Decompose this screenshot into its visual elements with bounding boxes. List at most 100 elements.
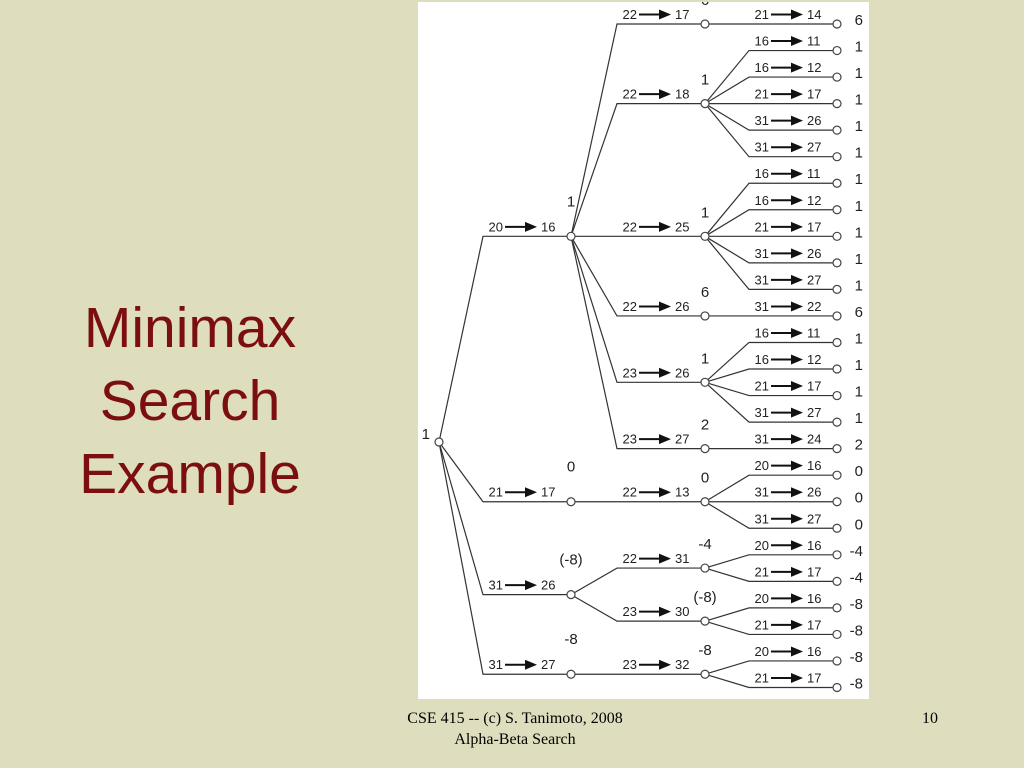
tree-nodes	[434, 19, 842, 693]
leaf-13-to: 12	[807, 352, 821, 367]
move-m2-from: 21	[489, 485, 503, 500]
edge-root-m1	[438, 235, 567, 443]
leaf-17-to: 16	[807, 458, 821, 473]
leaf-value-12: 1	[855, 330, 863, 347]
reply-r1-arrow-head	[659, 9, 671, 20]
slide-footer: CSE 415 -- (c) S. Tanimoto, 2008 Alpha-B…	[330, 708, 700, 750]
reply-r7-from: 22	[623, 485, 637, 500]
move-m3-to: 26	[541, 578, 555, 593]
title-line-2: Search	[99, 369, 281, 433]
leaf-25-from: 21	[755, 671, 769, 686]
reply-node-r9	[700, 616, 710, 626]
leaf-16-arrow-head	[791, 434, 803, 445]
edge-m1-r2	[570, 103, 701, 237]
reply-r8-from: 22	[623, 551, 637, 566]
leaf-node-18	[832, 497, 842, 507]
leaf-11-to: 22	[807, 299, 821, 314]
leaf-node-5	[832, 152, 842, 162]
move-m2-arrow-head	[525, 487, 537, 498]
leaf-18-from: 31	[755, 485, 769, 500]
leaf-1-to: 11	[807, 34, 821, 49]
leaf-node-25	[832, 682, 842, 693]
leaf-8-arrow-head	[791, 221, 803, 232]
reply-value-r6: 2	[701, 417, 709, 434]
reply-r5-to: 26	[675, 365, 689, 380]
leaf-8-from: 21	[755, 219, 769, 234]
title-line-3: Example	[79, 442, 301, 506]
leaf-value-22: -8	[850, 596, 863, 613]
reply-r4-arrow-head	[659, 301, 671, 312]
leaf-1-from: 16	[755, 34, 769, 49]
reply-r2-to: 18	[675, 87, 689, 102]
leaf-10-from: 31	[755, 272, 769, 287]
reply-r7-arrow-head	[659, 487, 671, 498]
reply-r4-from: 22	[623, 299, 637, 314]
leaf-6-arrow-head	[791, 168, 803, 179]
edge-r8-leaf-20	[704, 554, 833, 569]
move-value-m2: 0	[567, 459, 575, 476]
leaf-22-from: 20	[755, 591, 769, 606]
edge-m1-r4	[570, 236, 701, 317]
reply-r2-from: 22	[623, 87, 637, 102]
reply-r9-arrow-head	[659, 606, 671, 617]
edge-m3-r8	[570, 567, 701, 596]
leaf-14-to: 17	[807, 379, 821, 394]
edge-r5-leaf-13	[704, 368, 833, 383]
root-value: 1	[422, 426, 430, 443]
leaf-13-arrow-head	[791, 354, 803, 365]
reply-r3-from: 22	[623, 219, 637, 234]
leaf-18-to: 26	[807, 485, 821, 500]
reply-r10-to: 32	[675, 657, 689, 672]
leaf-node-7	[832, 205, 842, 215]
leaf-9-from: 31	[755, 246, 769, 261]
leaf-4-from: 31	[755, 113, 769, 128]
edge-root-m3	[438, 441, 567, 596]
leaf-node-3	[832, 99, 842, 109]
leaf-value-18: 0	[855, 490, 863, 507]
leaf-7-arrow-head	[791, 195, 803, 206]
leaf-value-11: 6	[855, 304, 863, 321]
move-node-m4	[566, 669, 576, 679]
leaf-5-to: 27	[807, 140, 821, 155]
leaf-19-to: 27	[807, 511, 821, 526]
leaf-25-arrow-head	[791, 673, 803, 683]
move-m1-arrow-head	[525, 221, 537, 232]
reply-node-r1	[700, 19, 710, 29]
game-tree-diagram: 120161211703126(-8)3127-8221762218122251…	[422, 2, 863, 693]
tree-labels: 120161211703126(-8)3127-8221762218122251…	[422, 2, 863, 693]
reply-r6-from: 23	[623, 432, 637, 447]
leaf-21-from: 21	[755, 564, 769, 579]
reply-r6-to: 27	[675, 432, 689, 447]
leaf-value-13: 1	[855, 357, 863, 374]
leaf-10-to: 27	[807, 272, 821, 287]
leaf-13-from: 16	[755, 352, 769, 367]
page-number: 10	[922, 710, 938, 727]
leaf-19-from: 31	[755, 511, 769, 526]
leaf-value-25: -8	[850, 676, 863, 693]
leaf-node-22	[832, 603, 842, 613]
edge-r3-leaf-9	[704, 235, 833, 264]
reply-r4-to: 26	[675, 299, 689, 314]
leaf-21-arrow-head	[791, 566, 803, 577]
tree-edges	[438, 23, 833, 689]
leaf-node-10	[832, 284, 842, 294]
leaf-15-from: 31	[755, 405, 769, 420]
reply-r10-arrow-head	[659, 659, 671, 670]
leaf-14-from: 21	[755, 379, 769, 394]
leaf-value-4: 1	[855, 118, 863, 135]
edge-m3-r9	[570, 594, 701, 622]
reply-r1-to: 17	[675, 7, 689, 22]
leaf-node-4	[832, 125, 842, 135]
edge-r2-leaf-4	[704, 103, 833, 131]
reply-value-r3: 1	[701, 204, 709, 221]
leaf-2-from: 16	[755, 60, 769, 75]
edge-r3-leaf-6	[704, 182, 833, 237]
leaf-22-to: 16	[807, 591, 821, 606]
leaf-node-16	[832, 444, 842, 454]
leaf-11-arrow-head	[791, 301, 803, 312]
leaf-value-7: 1	[855, 198, 863, 215]
leaf-value-6: 1	[855, 171, 863, 188]
leaf-9-arrow-head	[791, 248, 803, 259]
root-node	[434, 437, 444, 447]
footer-course: CSE 415 -- (c) S. Tanimoto, 2008	[407, 710, 623, 727]
